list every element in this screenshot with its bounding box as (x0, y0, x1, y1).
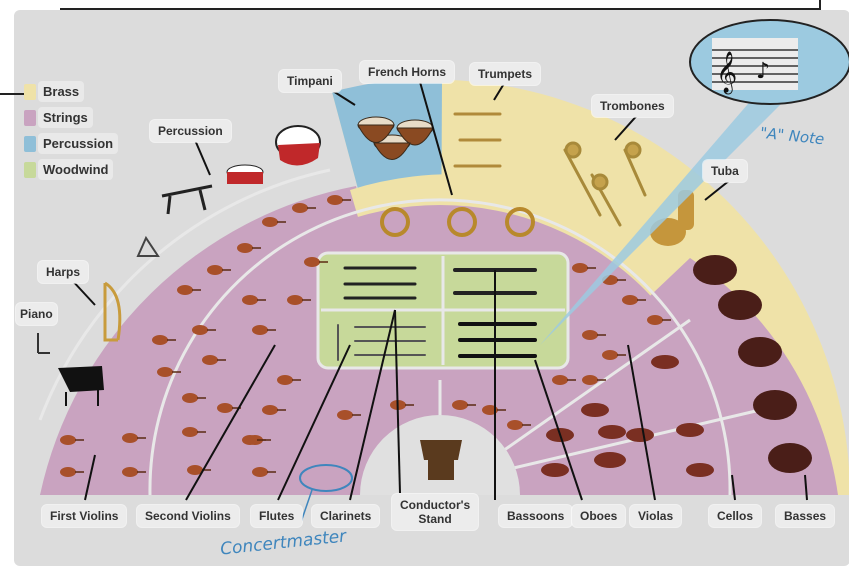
violin-icon (582, 375, 598, 385)
violin-icon (60, 467, 76, 477)
legend-strings: Strings (24, 107, 122, 129)
label-trumpets: Trumpets (470, 63, 540, 85)
violin-icon (602, 350, 618, 360)
violin-icon (507, 420, 523, 430)
legend-swatch-strings (24, 110, 36, 126)
label-trombones: Trombones (592, 95, 673, 117)
label-oboes: Oboes (572, 505, 625, 527)
violin-icon (217, 403, 233, 413)
violin-icon (277, 375, 293, 385)
label-flutes: Flutes (251, 505, 302, 527)
legend-label-woodwind: Woodwind (38, 159, 113, 180)
violin-icon (327, 195, 343, 205)
treble-clef-icon: 𝄞 (716, 51, 737, 94)
violin-icon (337, 410, 353, 420)
violin-icon (252, 325, 268, 335)
label-harps: Harps (38, 261, 88, 283)
violin-icon (182, 427, 198, 437)
violin-icon (60, 435, 76, 445)
violin-icon (262, 405, 278, 415)
violin-icon (122, 467, 138, 477)
label-tuba: Tuba (703, 160, 747, 182)
violin-icon (237, 243, 253, 253)
music-note-icon: ♪ (756, 59, 770, 84)
violin-icon (192, 325, 208, 335)
violin-icon (262, 217, 278, 227)
violin-icon (252, 467, 268, 477)
violin-icon (202, 355, 218, 365)
legend-swatch-woodwind (24, 162, 36, 178)
violin-icon (287, 295, 303, 305)
label-piano: Piano (16, 303, 57, 325)
label-percussion: Percussion (150, 120, 231, 142)
violin-icon (452, 400, 468, 410)
violin-icon (647, 315, 663, 325)
violin-icon (242, 295, 258, 305)
violin-icon (622, 295, 638, 305)
violin-icon (177, 285, 193, 295)
label-cellos: Cellos (709, 505, 761, 527)
legend-label-strings: Strings (38, 107, 93, 128)
violin-icon (582, 330, 598, 340)
label-basses: Basses (776, 505, 834, 527)
legend-label-brass: Brass (38, 81, 84, 102)
legend-percussion: Percussion (24, 133, 122, 155)
violin-icon (152, 335, 168, 345)
violin-icon (292, 203, 308, 213)
label-first-violins: First Violins (42, 505, 126, 527)
legend-swatch-brass (24, 84, 36, 100)
legend-brass: Brass (24, 81, 122, 103)
label-french-horns: French Horns (360, 61, 454, 83)
violin-icon (122, 433, 138, 443)
violin-icon (157, 367, 173, 377)
violin-icon (242, 435, 258, 445)
legend-swatch-percussion (24, 136, 36, 152)
label-second-violins: Second Violins (137, 505, 239, 527)
violin-icon (207, 265, 223, 275)
label-clarinets: Clarinets (312, 505, 379, 527)
violin-icon (182, 393, 198, 403)
label-violas: Violas (630, 505, 681, 527)
legend-woodwind: Woodwind (24, 159, 122, 181)
violin-icon (304, 257, 320, 267)
label-bassoons: Bassoons (499, 505, 572, 527)
legend-label-percussion: Percussion (38, 133, 118, 154)
violin-icon (572, 263, 588, 273)
label-conductor-stand: Conductor's Stand (392, 494, 478, 530)
label-timpani: Timpani (279, 70, 341, 92)
violin-icon (552, 375, 568, 385)
